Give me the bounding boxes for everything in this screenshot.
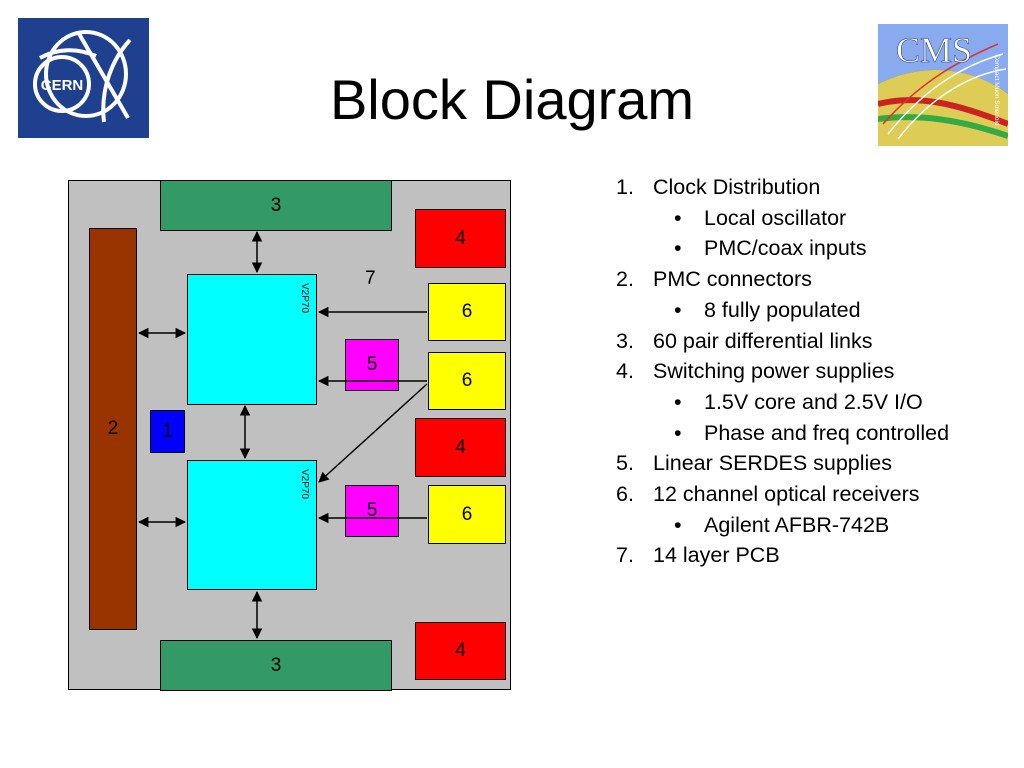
- bullet-icon: •: [674, 420, 682, 445]
- block-label: 6: [461, 503, 473, 525]
- legend-subitem: • Phase and freq controlled: [616, 418, 949, 449]
- block-label: 2: [107, 418, 119, 439]
- bullet-icon: •: [674, 389, 682, 414]
- legend-list: 1. Clock Distribution • Local oscillator • PM…: [616, 172, 949, 571]
- legend-text: Clock Distribution: [653, 175, 821, 199]
- legend-number: 5.: [616, 451, 634, 476]
- block-label: 4: [455, 436, 466, 458]
- block-4-c: 4: [415, 622, 506, 680]
- legend-number: 1.: [616, 175, 634, 199]
- cms-logo-text: CMS: [896, 30, 972, 70]
- legend-subitem-text: 1.5V core and 2.5V I/O: [704, 389, 923, 414]
- legend-item: 4. Switching power supplies: [616, 356, 949, 387]
- legend-subitem-text: 8 fully populated: [704, 297, 861, 322]
- legend-text: 60 pair differential links: [653, 328, 873, 353]
- legend-text: 12 channel optical receivers: [653, 482, 920, 507]
- block-label: 6: [461, 370, 473, 391]
- block-5-b: 5: [345, 485, 399, 537]
- block-7-label: 7: [365, 268, 376, 289]
- legend-number: 2.: [616, 267, 634, 292]
- block-3-top: 3: [160, 180, 392, 231]
- cms-logo: CMS Compact Muon Solenoid: [877, 23, 1010, 147]
- legend-subitem: • Local oscillator: [616, 203, 949, 234]
- block-2: 2: [89, 228, 137, 630]
- block-label: 6: [461, 301, 473, 322]
- legend-subitem: • Agilent AFBR-742B: [616, 510, 949, 541]
- block-6-a: 6: [428, 283, 506, 341]
- legend-subitem-text: Agilent AFBR-742B: [704, 512, 890, 537]
- fpga-bottom: V2P70: [187, 460, 317, 590]
- page-title: Block Diagram: [329, 68, 695, 131]
- legend-text: 14 layer PCB: [653, 543, 780, 568]
- legend-number: 3.: [616, 328, 634, 353]
- legend-number: 7.: [616, 543, 634, 568]
- bullet-icon: •: [674, 205, 682, 230]
- block-label: 3: [270, 654, 282, 676]
- block-5-a: 5: [345, 339, 399, 391]
- block-label: 4: [455, 640, 466, 661]
- block-6-b: 6: [428, 352, 506, 410]
- fpga-top: V2P70: [187, 274, 317, 405]
- legend-subitem-text: Phase and freq controlled: [704, 420, 950, 445]
- legend-subitem: • PMC/coax inputs: [616, 233, 949, 264]
- legend-subitem-text: PMC/coax inputs: [704, 236, 867, 261]
- legend-subitem: • 1.5V core and 2.5V I/O: [616, 387, 949, 418]
- legend-item: 2. PMC connectors: [616, 264, 949, 295]
- block-label: 5: [366, 500, 378, 521]
- legend-item: 7. 14 layer PCB: [616, 540, 949, 571]
- fpga-label: V2P70: [299, 469, 310, 500]
- block-label: 4: [455, 227, 466, 249]
- legend-number: 6.: [616, 482, 634, 507]
- block-label: 1: [162, 420, 173, 442]
- legend-item: 6. 12 channel optical receivers: [616, 479, 949, 510]
- legend-item: 3. 60 pair differential links: [616, 326, 949, 357]
- bullet-icon: •: [674, 512, 682, 537]
- legend-number: 4.: [616, 359, 634, 384]
- legend-item: 1. Clock Distribution: [616, 172, 949, 203]
- block-1: 1: [150, 410, 185, 453]
- legend-text: Linear SERDES supplies: [653, 451, 893, 476]
- cern-logo: CERN: [18, 18, 149, 138]
- block-label: 3: [270, 194, 282, 216]
- block-6-c: 6: [428, 485, 506, 544]
- legend-subitem: • 8 fully populated: [616, 295, 949, 326]
- bullet-icon: •: [674, 236, 682, 261]
- block-4-b: 4: [415, 418, 506, 477]
- legend-subitem-text: Local oscillator: [704, 205, 847, 230]
- block-3-bottom: 3: [160, 640, 392, 691]
- legend-item: 5. Linear SERDES supplies: [616, 448, 949, 479]
- cern-logo-text: CERN: [41, 77, 84, 94]
- block-4-a: 4: [415, 209, 506, 268]
- block-label: 5: [366, 354, 378, 375]
- legend-text: PMC connectors: [653, 267, 812, 292]
- bullet-icon: •: [674, 297, 682, 322]
- legend-text: Switching power supplies: [653, 359, 895, 384]
- fpga-label: V2P70: [299, 283, 310, 314]
- cms-logo-subtext: Compact Muon Solenoid: [993, 54, 1000, 126]
